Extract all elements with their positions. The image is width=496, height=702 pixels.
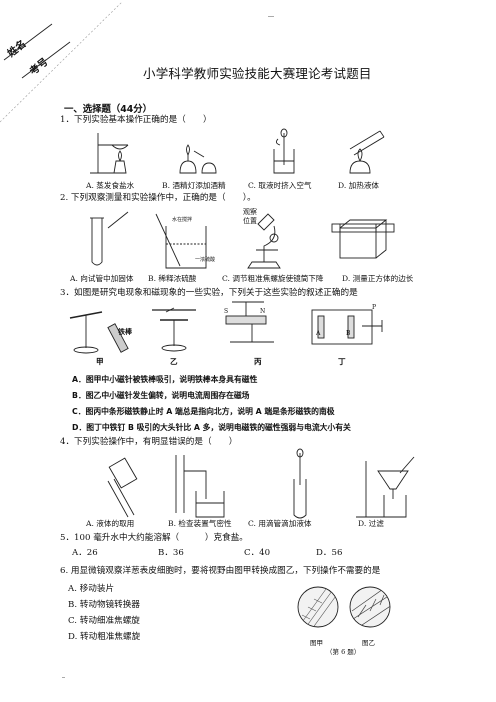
q3-option-b: B．图乙中小磁针发生偏转，说明电流周围存在磁场 bbox=[72, 391, 250, 400]
q1-option-a: A. 蒸发食盐水 bbox=[86, 181, 135, 190]
q5-option-b: B．36 bbox=[158, 548, 184, 558]
q6-option-b: B. 转动物镜转换器 bbox=[68, 600, 140, 610]
q4-figures bbox=[107, 448, 415, 519]
q2-label-acid: 一浓硫酸 bbox=[195, 257, 216, 263]
q5-stem: 5．100 毫升水中大约能溶解（ ）克食盐。 bbox=[60, 533, 248, 543]
q5-option-d: D．56 bbox=[316, 548, 343, 558]
q3-option-a: A．图甲中小磁针被铁棒吸引，说明铁棒本身具有磁性 bbox=[72, 375, 258, 384]
q2-option-c: C. 调节粗准焦螺旋使镜筒下降 bbox=[222, 274, 324, 283]
q3-label-yi: 乙 bbox=[170, 357, 178, 366]
q5-option-c: C．40 bbox=[244, 548, 271, 558]
top-mark bbox=[268, 16, 274, 17]
q2-option-a: A. 向试管中加固体 bbox=[70, 274, 134, 283]
q4-stem: 4．下列实验操作中，有明显错误的是（ ） bbox=[60, 437, 238, 447]
q6-label-jia: 图甲 bbox=[310, 639, 323, 647]
q2-stem: 2. 下列观察测量和实验操作中，正确的是（ ）。 bbox=[60, 193, 256, 203]
q4-option-c: C. 用滴管滴加液体 bbox=[248, 519, 312, 528]
q1-stem: 1．下列实验基本操作正确的是（ ） bbox=[60, 115, 212, 125]
q3-label-p: P bbox=[372, 304, 377, 311]
q4-option-d: D. 过滤 bbox=[358, 519, 384, 528]
q6-figure-caption: （第 6 题） bbox=[326, 648, 361, 656]
q4-option-b: B. 检查装置气密性 bbox=[168, 519, 232, 528]
q1-option-c: C. 取液时挤入空气 bbox=[248, 181, 312, 190]
q1-figures bbox=[90, 128, 385, 174]
q1-option-d: D. 加热液体 bbox=[338, 181, 380, 190]
q3-label-s: S bbox=[224, 308, 229, 315]
q3-label-jia: 甲 bbox=[96, 357, 104, 366]
q3-label-b: B bbox=[346, 330, 351, 337]
q4-option-a: A. 液体的取用 bbox=[86, 519, 135, 528]
q6-option-c: C. 转动细准焦螺旋 bbox=[68, 616, 140, 626]
q2-label-position: 位置 bbox=[243, 217, 257, 225]
q3-option-c: C．图丙中条形磁铁静止时 A 端总是指向北方，说明 A 端是条形磁铁的南极 bbox=[72, 407, 335, 416]
q5-option-a: A．26 bbox=[72, 548, 98, 558]
q1-option-b: B. 酒精灯添加酒精 bbox=[162, 181, 226, 190]
q3-figures bbox=[69, 301, 383, 354]
bottom-mark bbox=[62, 677, 65, 678]
q6-label-yi: 图乙 bbox=[362, 639, 375, 647]
q3-label-a: A bbox=[316, 330, 321, 337]
q6-stem: 6. 用显微镜观察洋葱表皮细胞时，要将视野由图甲转换成图乙，下列操作不需要的是 bbox=[60, 566, 381, 576]
q6-microscope-views bbox=[297, 586, 391, 628]
q3-label-bing: 丙 bbox=[254, 357, 262, 366]
q3-label-ding: 丁 bbox=[338, 357, 346, 366]
q6-option-a: A. 移动装片 bbox=[68, 584, 115, 594]
q2-option-d: D. 测量正方体的边长 bbox=[342, 274, 414, 283]
q2-figures bbox=[90, 211, 395, 269]
q2-option-b: B. 稀释浓硫酸 bbox=[148, 274, 197, 283]
q3-option-d: D．图丁中铁钉 B 吸引的大头针比 A 多，说明电磁铁的磁性强弱与电流大小有关 bbox=[72, 423, 351, 432]
q3-stem: 3．如图是研究电现象和磁现象的一些实验，下列关于这些实验的叙述正确的是 bbox=[60, 288, 358, 298]
q6-option-d: D. 转动粗准焦螺旋 bbox=[68, 632, 141, 642]
page-title: 小学科学教师实验技能大赛理论考试题目 bbox=[143, 66, 372, 81]
q2-label-stir: 水在搅拌 bbox=[172, 217, 193, 223]
section-heading: 一、选择题（44分） bbox=[64, 104, 153, 115]
q3-label-iron-bar: 铁棒 bbox=[118, 328, 132, 336]
q2-label-observe: 观察 bbox=[243, 208, 257, 216]
q3-label-n: N bbox=[260, 308, 266, 315]
